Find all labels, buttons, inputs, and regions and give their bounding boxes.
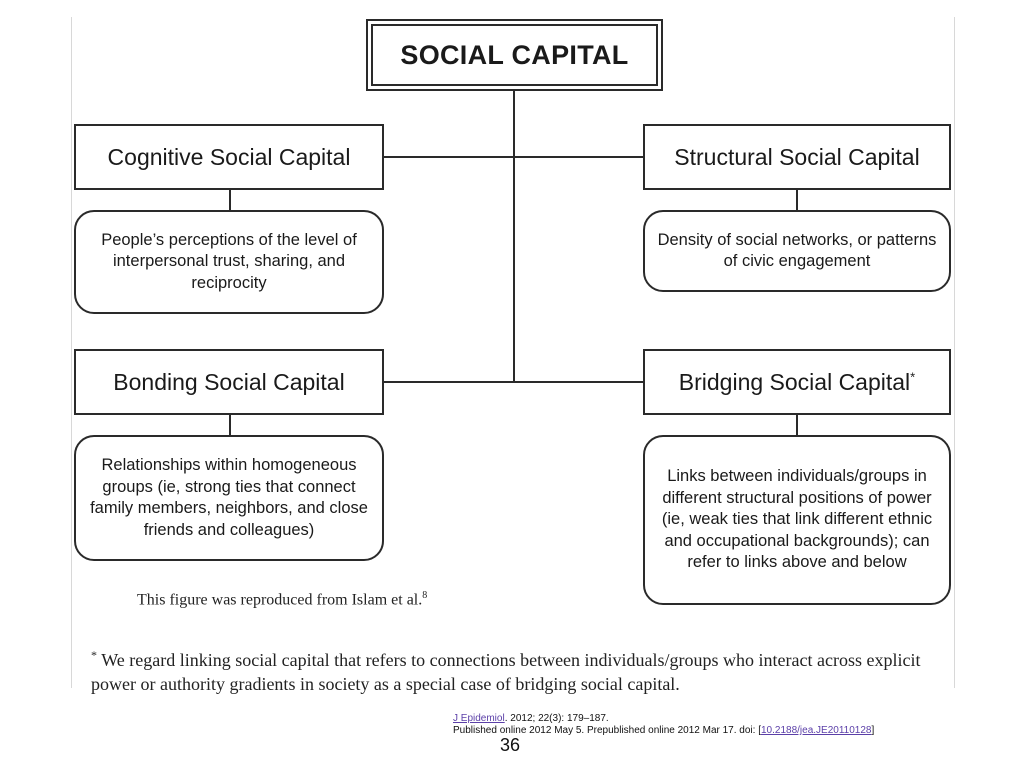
- bridging-asterisk: *: [910, 368, 916, 384]
- footnote-marker: *: [91, 648, 97, 662]
- root-title: SOCIAL CAPITAL: [371, 24, 658, 86]
- citation-details: . 2012; 22(3): 179–187.: [504, 713, 609, 724]
- footnote: * We regard linking social capital that …: [91, 643, 951, 696]
- social-capital-figure: SOCIAL CAPITAL Cognitive Social Capital …: [71, 17, 955, 694]
- credit-text: This figure was reproduced from Islam et…: [137, 591, 423, 609]
- social-capital-root-box: SOCIAL CAPITAL: [366, 19, 663, 91]
- doi-link[interactable]: 10.2188/jea.JE20110128: [760, 725, 872, 736]
- structural-title: Structural Social Capital: [674, 143, 920, 170]
- structural-description: Density of social networks, or patterns …: [657, 230, 937, 271]
- bridging-title: Bridging Social Capital*: [679, 369, 915, 396]
- citation-line-2: Published online 2012 May 5. Prepublishe…: [453, 725, 874, 737]
- figure-credit: This figure was reproduced from Islam et…: [137, 590, 427, 609]
- bridging-description: Links between individuals/groups in diff…: [661, 467, 933, 572]
- citation-line-1: J Epidemiol. 2012; 22(3): 179–187.: [453, 713, 874, 725]
- cognitive-description-box: People’s perceptions of the level of int…: [74, 210, 384, 314]
- bonding-title-box: Bonding Social Capital: [74, 349, 384, 415]
- bonding-description: Relationships within homogeneous groups …: [90, 456, 368, 539]
- credit-ref: 8: [422, 590, 428, 601]
- connector-lines: [229, 89, 798, 435]
- cognitive-title: Cognitive Social Capital: [107, 143, 351, 170]
- bridging-description-box: Links between individuals/groups in diff…: [643, 435, 951, 605]
- page-number: 36: [500, 735, 521, 755]
- citation-close: ]: [871, 725, 875, 736]
- structural-title-box: Structural Social Capital: [643, 124, 951, 190]
- citation-published: Published online 2012 May 5. Prepublishe…: [453, 725, 761, 736]
- footnote-text: We regard linking social capital that re…: [91, 650, 921, 694]
- bridging-title-box: Bridging Social Capital*: [643, 349, 951, 415]
- bonding-description-box: Relationships within homogeneous groups …: [74, 435, 384, 561]
- structural-description-box: Density of social networks, or patterns …: [643, 210, 951, 292]
- cognitive-description: People’s perceptions of the level of int…: [101, 230, 357, 292]
- bonding-title: Bonding Social Capital: [113, 368, 345, 395]
- cognitive-title-box: Cognitive Social Capital: [74, 124, 384, 190]
- journal-link[interactable]: J Epidemiol: [453, 713, 505, 724]
- citation: J Epidemiol. 2012; 22(3): 179–187. Publi…: [453, 713, 874, 737]
- bridging-title-text: Bridging Social Capital: [678, 368, 911, 395]
